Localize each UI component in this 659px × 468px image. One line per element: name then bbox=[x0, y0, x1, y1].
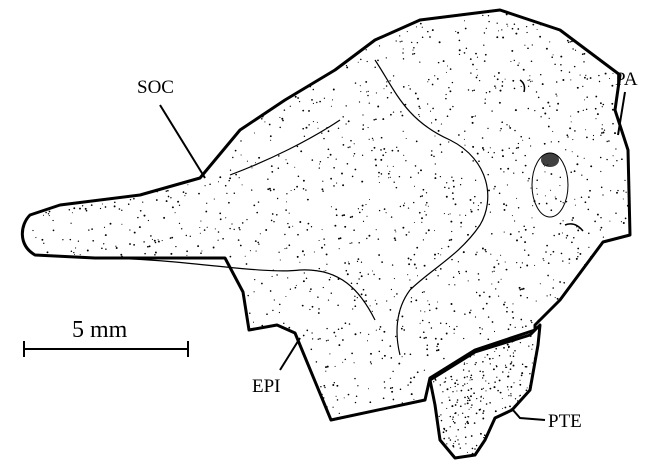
label-epi: EPI bbox=[252, 376, 281, 397]
fossa-dark-spot bbox=[541, 153, 559, 167]
label-pa: PA bbox=[615, 69, 638, 90]
pte-leader-line bbox=[513, 410, 545, 420]
label-pte: PTE bbox=[548, 411, 582, 432]
label-soc: SOC bbox=[137, 77, 174, 98]
scale-bar-label: 5 mm bbox=[72, 317, 128, 343]
soc-leader-line bbox=[160, 105, 205, 178]
bone-main-outline bbox=[22, 10, 630, 420]
epi-leader-line bbox=[280, 338, 300, 370]
scale-bar: 5 mm bbox=[24, 317, 188, 357]
